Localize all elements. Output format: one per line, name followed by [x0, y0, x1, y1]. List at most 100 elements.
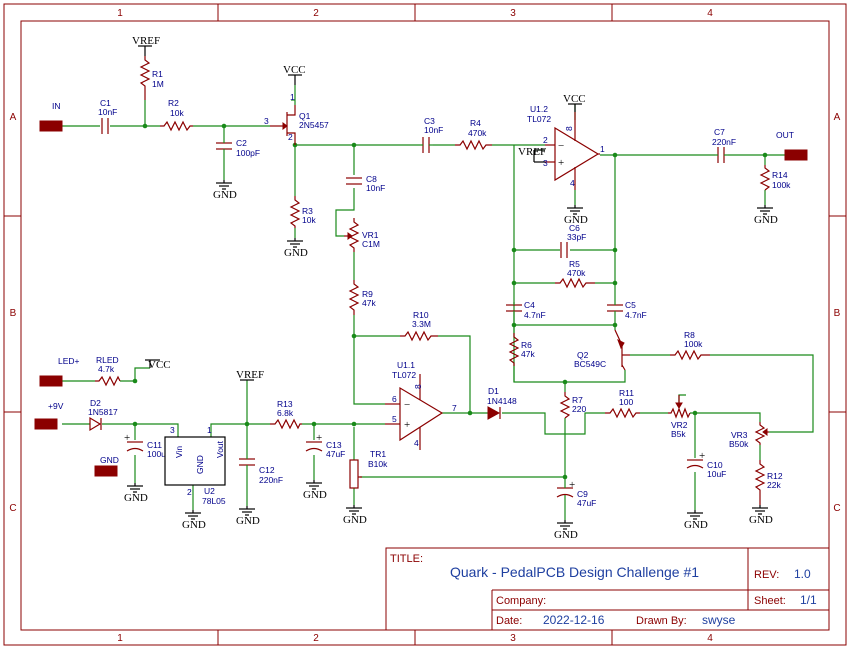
q1-ref: Q1 — [299, 111, 311, 121]
gnd-label-c10: GND — [684, 519, 708, 531]
regulator-u2 — [164, 436, 226, 486]
u2-pin-vin-label: Vin — [174, 446, 184, 458]
tr1-value: B10k — [368, 459, 388, 469]
u2-pin-vout-label: Vout — [215, 440, 225, 458]
port-led-label: LED+ — [58, 356, 80, 366]
r11-ref: R11 — [619, 388, 634, 398]
c5-ref: C5 — [625, 300, 636, 310]
c4-ref: C4 — [524, 300, 535, 310]
r2-value: 10k — [170, 108, 184, 118]
u11-pin-plus: 5 — [392, 414, 397, 424]
vr3-value: B50k — [729, 439, 749, 449]
vcc-label-power: VCC — [148, 359, 171, 371]
jfet-q1 — [270, 105, 296, 145]
r13-ref: R13 — [277, 399, 293, 409]
rled-value: 4.7k — [98, 364, 115, 374]
gnd-label-c12: GND — [236, 515, 260, 527]
gnd-label-c9: GND — [554, 529, 578, 541]
r13-value: 6.8k — [277, 408, 294, 418]
r6-value: 47k — [521, 349, 535, 359]
c11-value: 100u — [147, 449, 166, 459]
zone-row-b-right: B — [834, 308, 841, 319]
vr1-value: C1M — [362, 239, 380, 249]
u2-ref: U2 — [204, 486, 215, 496]
zone-col-1-top: 1 — [117, 8, 123, 19]
d2-ref: D2 — [90, 398, 101, 408]
r4-value: 470k — [468, 128, 487, 138]
vcc-symbol-q1: VCC — [283, 64, 306, 85]
title-label: TITLE: — [390, 553, 423, 565]
c8-ref: C8 — [366, 174, 377, 184]
c3-value: 10nF — [424, 125, 443, 135]
u2-pin-vin-number: 3 — [170, 425, 175, 435]
opamp-u1-1 — [385, 374, 444, 450]
u12-plus-sign: + — [558, 157, 564, 169]
gnd-label-c11: GND — [124, 492, 148, 504]
zone-row-a-left: A — [10, 112, 17, 123]
gnd-label-u12: GND — [564, 214, 588, 226]
q2-value: BC549C — [574, 359, 606, 369]
capacitor-c5 — [607, 302, 623, 318]
resistor-r1 — [139, 56, 151, 100]
c12-value: 220nF — [259, 475, 283, 485]
zone-row-c-left: C — [9, 503, 16, 514]
u11-pin-out: 7 — [452, 403, 457, 413]
vref-label-u12: VREF — [518, 146, 546, 158]
capacitor-c11 — [126, 441, 144, 452]
zone-row-a-right: A — [834, 112, 841, 123]
c12-ref: C12 — [259, 465, 275, 475]
port-9v-label: +9V — [48, 401, 64, 411]
c9-polarity: + — [569, 479, 575, 491]
r10-ref: R10 — [413, 310, 429, 320]
r8-value: 100k — [684, 339, 703, 349]
r9-ref: R9 — [362, 289, 373, 299]
r5-ref: R5 — [569, 259, 580, 269]
resistor-rled — [95, 375, 121, 387]
r12-ref: R12 — [767, 471, 783, 481]
gnd-label-c2: GND — [213, 189, 237, 201]
u12-pin-plus: 3 — [543, 158, 548, 168]
c9-ref: C9 — [577, 489, 588, 499]
zone-col-4-top: 4 — [707, 8, 713, 19]
vr3-ref: VR3 — [731, 430, 748, 440]
u2-value: 78L05 — [202, 496, 226, 506]
company-label: Company: — [496, 595, 546, 607]
port-led-connector: LED+ — [39, 356, 80, 387]
capacitor-c6 — [560, 242, 568, 258]
sheet-label: Sheet: — [754, 595, 786, 607]
vcc-symbol-power: VCC — [145, 359, 171, 371]
resistor-r11 — [605, 407, 640, 419]
capacitor-c13 — [305, 441, 323, 452]
c7-ref: C7 — [714, 127, 725, 137]
resistor-r2 — [160, 120, 193, 132]
u12-value: TL072 — [527, 114, 551, 124]
port-in-label: IN — [52, 101, 61, 111]
capacitor-c7 — [715, 147, 728, 163]
c13-polarity: + — [316, 432, 322, 444]
r4-ref: R4 — [470, 118, 481, 128]
potentiometer-vr2 — [668, 395, 691, 419]
drawn-by-value: swyse — [702, 613, 736, 627]
c8-value: 10nF — [366, 183, 385, 193]
u2-pin-gnd-label: GND — [195, 455, 205, 474]
r3-ref: R3 — [302, 206, 313, 216]
c9-value: 47uF — [577, 498, 596, 508]
title-block-frame — [385, 547, 830, 631]
r11-value: 100 — [619, 397, 633, 407]
sheet-value: 1/1 — [800, 593, 817, 607]
potentiometer-vr1 — [344, 218, 360, 252]
u11-ref: U1.1 — [397, 360, 415, 370]
c10-ref: C10 — [707, 460, 723, 470]
c11-ref: C11 — [147, 440, 162, 450]
c13-value: 47uF — [326, 449, 345, 459]
c11-polarity: + — [124, 432, 130, 444]
r1-ref: R1 — [152, 69, 163, 79]
rev-label: REV: — [754, 569, 779, 581]
r8-ref: R8 — [684, 330, 695, 340]
resistor-r12 — [754, 460, 766, 505]
diode-d1 — [487, 406, 501, 420]
u12-pin-minus: 2 — [543, 135, 548, 145]
resistor-r10 — [400, 330, 438, 342]
vref-label-top: VREF — [132, 35, 160, 47]
diode-d2 — [89, 416, 102, 432]
